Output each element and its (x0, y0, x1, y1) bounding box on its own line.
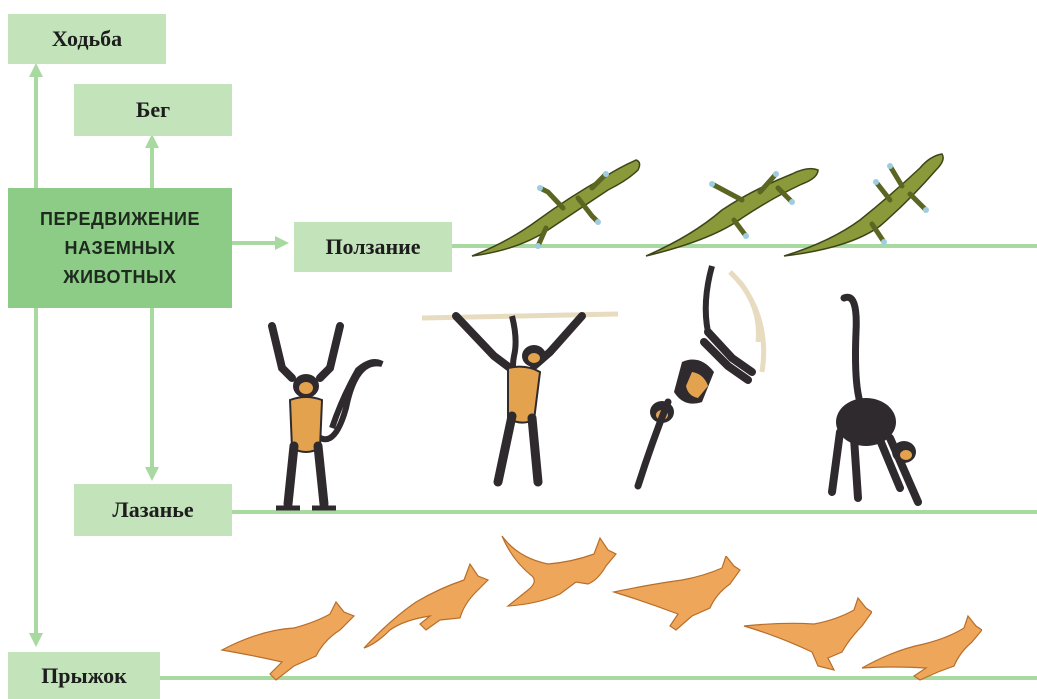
kangaroo-illustration-2 (360, 560, 492, 652)
running-box: Бег (74, 84, 232, 136)
kangaroo-illustration-3 (498, 528, 618, 608)
crawling-box: Ползание (294, 222, 452, 272)
walking-label: Ходьба (52, 26, 122, 52)
monkey-illustration-2 (422, 296, 618, 492)
lizard-illustration-3 (780, 146, 950, 262)
kangaroo-illustration-1 (220, 600, 360, 684)
running-label: Бег (136, 97, 170, 123)
jumping-label: Прыжок (41, 663, 127, 689)
monkey-illustration-3 (632, 262, 772, 494)
kangaroo-illustration-5 (742, 596, 872, 672)
climbing-box: Лазанье (74, 484, 232, 536)
walking-box: Ходьба (8, 14, 166, 64)
climbing-label: Лазанье (112, 497, 193, 523)
jumping-box: Прыжок (8, 652, 160, 699)
crawling-label: Ползание (325, 234, 420, 260)
lizard-illustration-1 (468, 150, 648, 262)
center-label: ПЕРЕДВИЖЕНИЕ НАЗЕМНЫХ ЖИВОТНЫХ (40, 205, 200, 292)
monkey-illustration-4 (818, 292, 934, 510)
center-box: ПЕРЕДВИЖЕНИЕ НАЗЕМНЫХ ЖИВОТНЫХ (8, 188, 232, 308)
kangaroo-illustration-4 (612, 556, 742, 632)
kangaroo-illustration-6 (860, 614, 982, 684)
monkey-illustration-1 (262, 318, 388, 514)
